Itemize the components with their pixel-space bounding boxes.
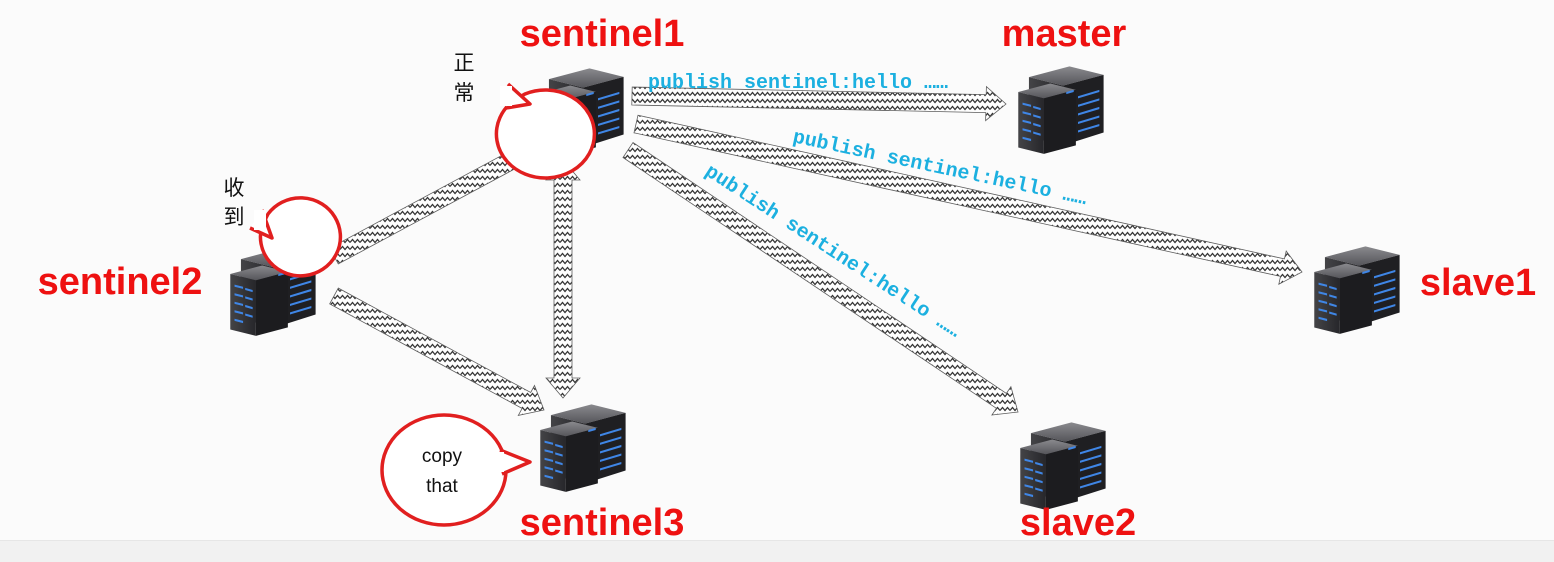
bottom-band <box>0 540 1554 562</box>
sentinel1-label: sentinel1 <box>520 13 685 55</box>
sentinel3-bubble-line2: that <box>426 476 458 497</box>
sentinel2-bubble-line1: 收 <box>224 176 245 200</box>
arrow-sentinel2-to-sentinel3 <box>329 287 545 416</box>
arrow-layer <box>329 85 1303 416</box>
master-label: master <box>1002 13 1127 55</box>
sentinel3-bubble-line1: copy <box>422 446 463 467</box>
message-to-master: publish sentinel:hello …… <box>648 72 948 95</box>
arrow-sentinel3-to-sentinel1 <box>545 159 581 399</box>
slave1-server-icon[interactable] <box>1314 246 1400 334</box>
master-server-icon[interactable] <box>1018 66 1104 154</box>
sentinel1-bubble-line2: 常 <box>454 81 475 105</box>
sentinel2-bubble-line2: 到 <box>224 205 245 229</box>
arrow-sentinel1-to-slave2 <box>622 141 1019 416</box>
sentinel1-speech-bubble: 正 常 <box>454 51 597 180</box>
slave1-label: slave1 <box>1420 262 1536 304</box>
sentinel3-server-icon[interactable] <box>540 404 626 492</box>
arrow-sentinel1-to-master <box>631 85 1007 122</box>
sentinel3-speech-bubble: copy that <box>380 413 532 527</box>
sentinel3-label: sentinel3 <box>520 502 685 544</box>
slave2-server-icon[interactable] <box>1020 422 1106 510</box>
sentinel1-bubble-line1: 正 <box>454 51 475 75</box>
sentinel2-speech-bubble: 收 到 <box>224 176 343 278</box>
slave2-label: slave2 <box>1020 502 1136 544</box>
arrow-sentinel1-to-slave1 <box>633 114 1303 286</box>
sentinel2-label: sentinel2 <box>38 261 203 303</box>
